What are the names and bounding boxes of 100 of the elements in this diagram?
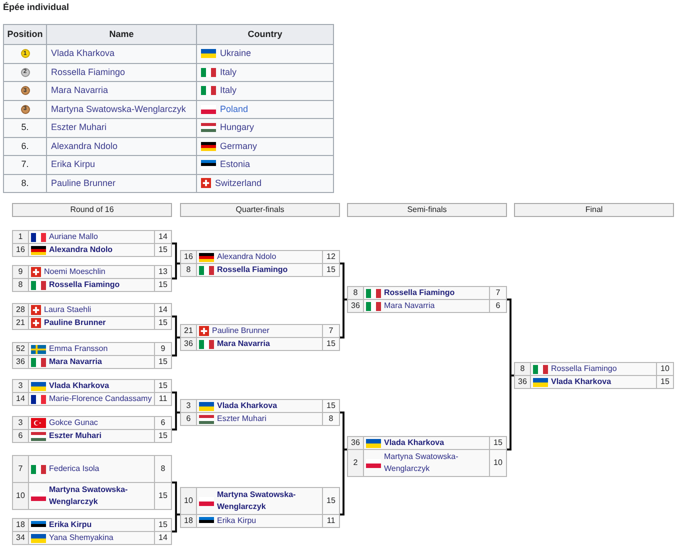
fencer-name: Mara Navarria [217,338,270,350]
fencer-name: Federica Isola [49,463,100,475]
score: 15 [323,488,339,514]
seed-number: 8 [13,279,28,291]
fencer-name: Pauline Brunner [44,317,106,329]
bracket-line [172,514,180,532]
score: 12 [323,251,339,263]
score: 15 [490,437,506,449]
country-name: Poland [220,104,248,115]
seed-number: 18 [181,515,196,527]
fencer-name: Rossella Fiamingo [49,279,120,291]
seed-number: 36 [515,376,530,388]
fencer-name: Laura Staehli [44,304,92,316]
seed-number: 14 [13,393,28,405]
round-header: Quarter-finals [180,203,340,217]
score: 15 [657,376,673,388]
match-box [180,250,340,277]
fencer-name: Rossella Fiamingo [217,264,288,276]
rank-number: 7. [21,159,29,170]
bracket-line [340,298,347,338]
bracket-line [172,482,180,516]
seed-number: 18 [13,519,28,531]
match-box [180,399,340,426]
match-box [12,342,172,369]
score: 15 [155,356,171,368]
athlete-name: Rossella Fiamingo [51,66,126,78]
match-box [12,455,172,510]
score: 7 [323,325,339,337]
score: 15 [155,244,171,256]
match-box [12,379,172,406]
score: 15 [155,483,171,509]
score: 11 [155,393,171,405]
seed-number: 1 [13,231,28,243]
fencer-name: Marie-Florence Candassamy [49,393,152,405]
fencer-name: Vlada Kharkova [551,376,612,388]
rank-number: 8. [21,178,29,189]
seed-number: 28 [13,304,28,316]
fencer-name: Alexandra Ndolo [217,251,276,263]
score: 6 [155,417,171,429]
fencer-name: Mara Navarria [384,300,435,312]
fencer-name: Erika Kirpu [49,519,92,531]
athlete-name: Martyna Swatowska-Wenglarczyk [51,104,186,115]
bracket-line [340,262,347,300]
score: 9 [155,343,171,355]
fencer-name: Martyna Swatowska-Wenglarczyk [49,484,129,508]
seed-number: 8 [348,287,363,299]
round-header: Final [514,203,674,217]
score: 15 [323,400,339,412]
match-box [180,324,340,351]
rank-number: 5. [21,122,29,134]
seed-number: 21 [13,317,28,329]
fencer-name: Vlada Kharkova [49,380,110,392]
bracket-line [172,262,180,280]
score: 15 [155,519,171,531]
score: 15 [155,380,171,392]
seed-number: 36 [181,338,196,350]
match-box [12,303,172,330]
score: 14 [155,532,171,544]
match-box [514,362,674,389]
match-box [12,230,172,257]
seed-number: 16 [181,251,196,263]
score: 15 [155,430,171,442]
country-name: Italy [220,85,237,96]
score: 7 [490,287,506,299]
match-box [180,487,340,528]
score: 15 [155,317,171,329]
section-title: Épée individual [3,2,70,13]
score: 15 [323,264,339,276]
column-header: Country [197,25,333,44]
fencer-name: Erika Kirpu [217,515,256,527]
match-box [12,518,172,545]
seed-number: 36 [13,356,28,368]
seed-number: 34 [13,532,28,544]
fencer-name: Vlada Kharkova [384,437,444,449]
athlete-name: Mara Navarria [51,85,108,96]
score: 15 [323,338,339,350]
score: 11 [323,515,339,527]
athlete-name: Eszter Muhari [51,122,107,134]
fencer-name: Rossella Fiamingo [551,363,617,375]
round-header: Round of 16 [12,203,172,217]
fencer-name: Martyna Swatowska-Wenglarczyk [384,451,460,475]
athlete-name: Erika Kirpu [51,159,96,170]
seed-number: 9 [13,266,28,278]
country-name: Germany [220,140,258,152]
fencer-name: Alexandra Ndolo [49,244,113,256]
seed-number: 10 [181,488,196,514]
bracket-line [172,242,180,264]
fencer-name: Pauline Brunner [212,325,270,337]
fencer-name: Rossella Fiamingo [384,287,455,299]
score: 10 [490,450,506,476]
country-name: Hungary [220,122,254,134]
fencer-name: Eszter Muhari [217,413,266,425]
fencer-name: Yana Shemyakina [49,532,114,544]
country-name: Switzerland [215,178,262,189]
bracket-line [172,336,180,356]
athlete-name: Alexandra Ndolo [51,140,118,152]
score: 13 [155,266,171,278]
seed-number: 8 [515,363,530,375]
rank-number: 6. [21,140,29,152]
seed-number: 8 [181,264,196,276]
